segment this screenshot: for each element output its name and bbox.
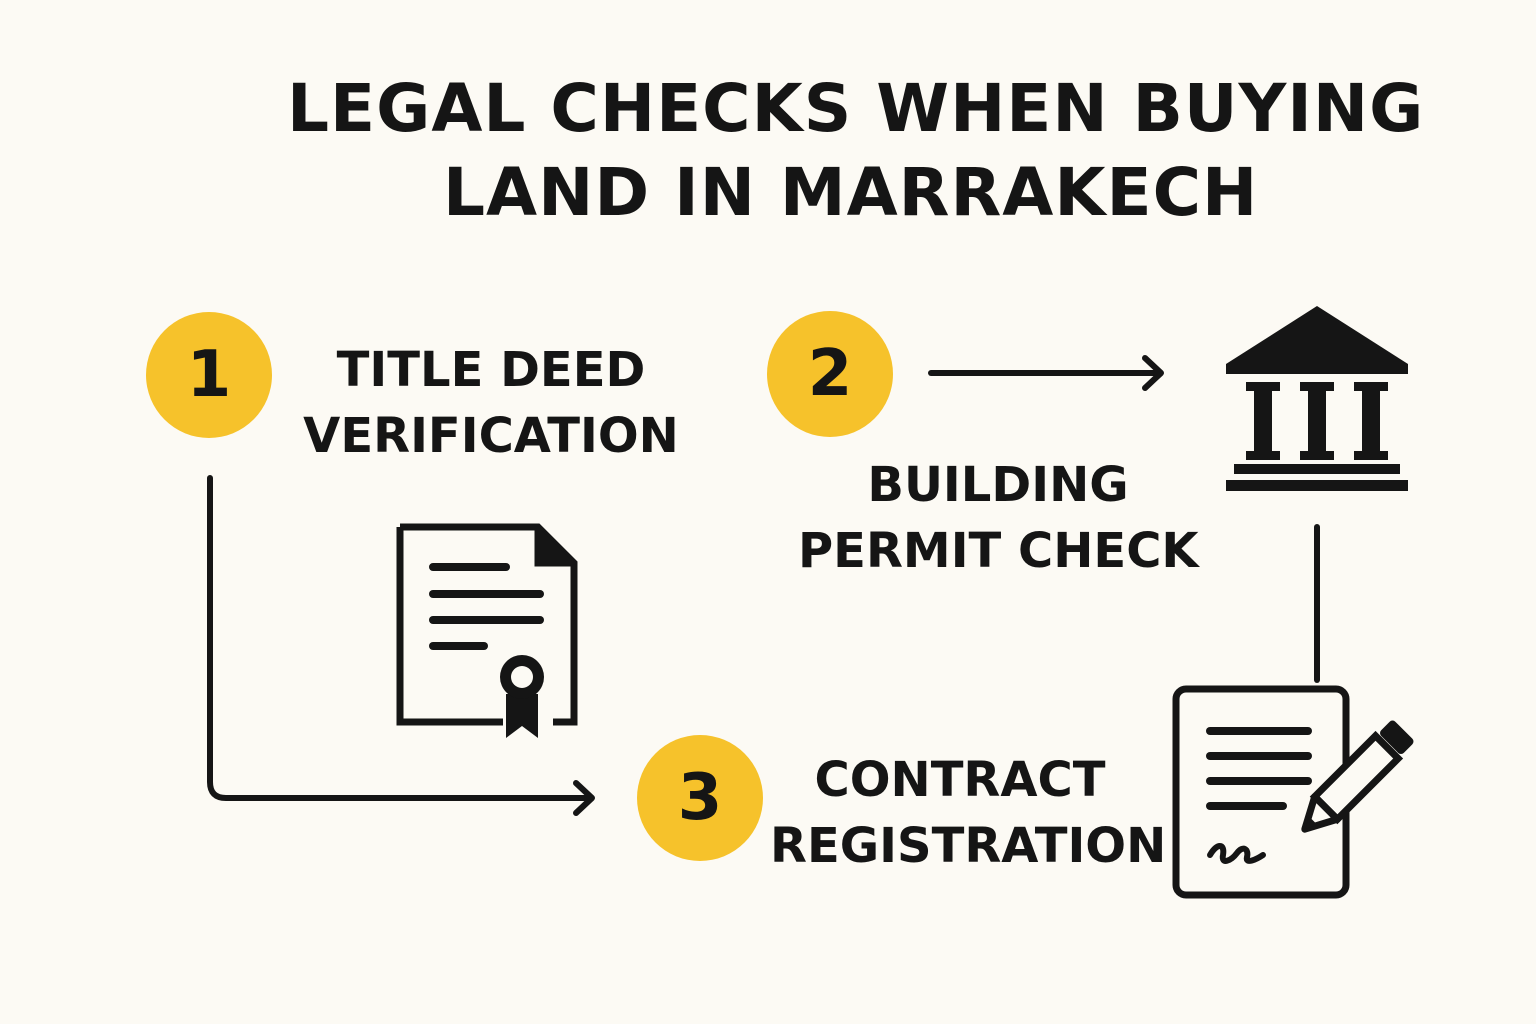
step-3-label: CONTRACT REGISTRATION xyxy=(770,747,1167,879)
diagram-title-line-1: LEGAL CHECKS WHEN BUYING xyxy=(287,70,1425,147)
government-building-icon xyxy=(1226,306,1408,491)
step-1-label: TITLE DEED VERIFICATION xyxy=(296,337,686,469)
step-1-label-line-1: TITLE DEED xyxy=(336,342,646,398)
step-2-badge: 2 xyxy=(767,311,893,437)
step-3-label-line-1: CONTRACT xyxy=(814,752,1106,808)
arrowhead-courthouse xyxy=(1142,355,1164,391)
step-2-label-line-2: PERMIT CHECK xyxy=(798,523,1199,579)
step-1-badge: 1 xyxy=(146,312,272,438)
signed-contract-icon xyxy=(1172,685,1414,899)
step-3-badge: 3 xyxy=(637,735,763,861)
connector-step1-to-step3 xyxy=(207,475,593,801)
title-deed-certificate-icon xyxy=(396,523,578,738)
step-3-label-line-2: REGISTRATION xyxy=(770,818,1167,874)
step-1-label-line-2: VERIFICATION xyxy=(303,408,679,464)
diagram-title-line-2: LAND IN MARRAKECH xyxy=(443,154,1259,231)
step-2-label: BUILDING PERMIT CHECK xyxy=(798,452,1199,584)
arrowhead-step3 xyxy=(573,780,595,816)
step-2-label-line-1: BUILDING xyxy=(867,457,1129,513)
